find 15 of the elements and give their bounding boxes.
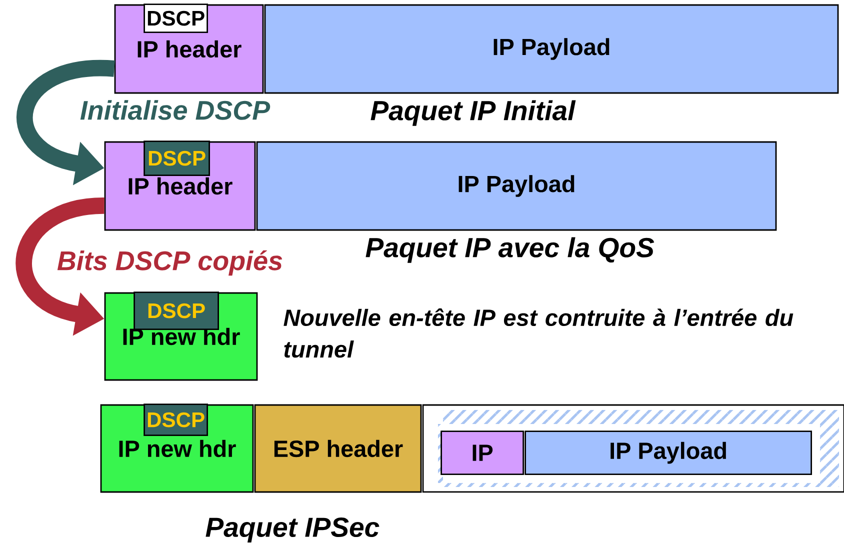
caption: Paquet IP Initial	[370, 100, 576, 126]
encrypted-area	[422, 404, 844, 493]
inner-header-box: IP	[440, 430, 524, 475]
payload-box: IP Payload	[256, 141, 777, 231]
payload-box: IP Payload	[524, 430, 812, 475]
esp-header-box: ESP header	[254, 404, 422, 493]
caption: Paquet IPSec	[206, 518, 380, 542]
dscp-field: DSCP	[134, 292, 219, 330]
note-text: Nouvelle en-tête IP est contruite à l’entrée du tunnel	[284, 308, 794, 358]
edge-label: Initialise DSCP	[78, 98, 272, 122]
dscp-field: DSCP	[144, 404, 208, 436]
payload-box: IP Payload	[264, 4, 839, 94]
dscp-field: DSCP	[144, 140, 210, 176]
dscp-field: DSCP	[144, 4, 208, 33]
edge-label: Bits DSCP copiés	[56, 249, 284, 277]
